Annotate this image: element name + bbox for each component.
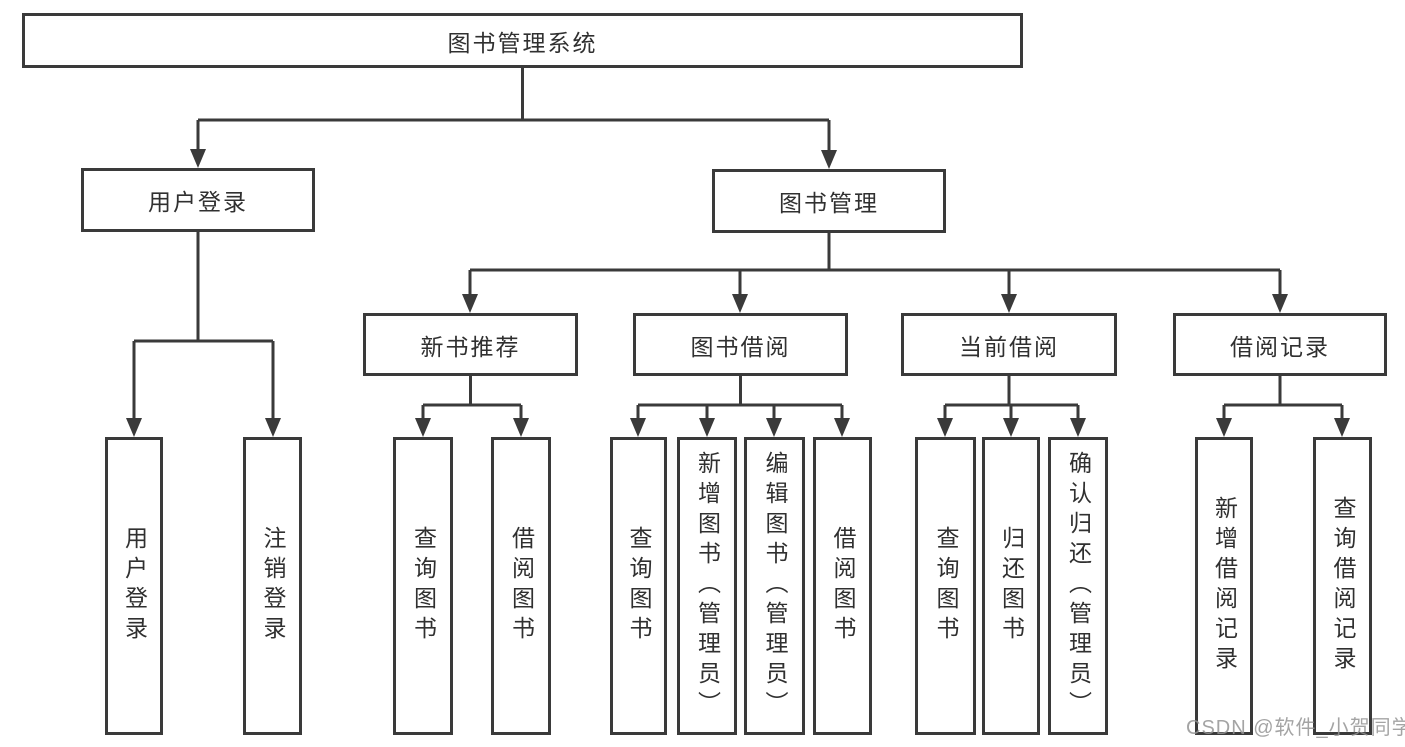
leaf-add-book-admin-label: 新增图书（管理员） xyxy=(694,451,721,721)
leaf-return-books-label: 归还图书 xyxy=(998,526,1025,646)
node-current-borrowing-label: 当前借阅 xyxy=(959,333,1059,360)
node-root: 图书管理系统 xyxy=(22,13,1023,68)
node-book-management-label: 图书管理 xyxy=(779,190,879,216)
node-new-book-recommendation-label: 新书推荐 xyxy=(420,333,521,360)
leaf-logout: 注销登录 xyxy=(243,437,302,735)
leaf-query-borrow-record-label: 查询借阅记录 xyxy=(1330,496,1356,676)
leaf-query-borrow-record: 查询借阅记录 xyxy=(1313,437,1372,735)
node-current-borrowing: 当前借阅 xyxy=(901,313,1117,376)
leaf-borrow-books-borrowing-label: 借阅图书 xyxy=(830,526,856,646)
leaf-query-books-borrowing-label: 查询图书 xyxy=(626,526,652,646)
leaf-borrow-books-recommend-label: 借阅图书 xyxy=(508,526,535,646)
node-root-label: 图书管理系统 xyxy=(447,29,598,56)
leaf-user-login-label: 用户登录 xyxy=(121,526,148,646)
node-book-management: 图书管理 xyxy=(712,169,946,233)
node-new-book-recommendation: 新书推荐 xyxy=(363,313,578,376)
leaf-query-books-current: 查询图书 xyxy=(915,437,976,735)
leaf-edit-book-admin: 编辑图书（管理员） xyxy=(744,437,805,735)
leaf-borrow-books-borrowing: 借阅图书 xyxy=(813,437,872,735)
leaf-borrow-books-recommend: 借阅图书 xyxy=(491,437,551,735)
node-borrowing-records-label: 借阅记录 xyxy=(1230,333,1330,360)
node-user-login: 用户登录 xyxy=(81,168,315,232)
leaf-user-login: 用户登录 xyxy=(105,437,163,735)
leaf-query-books-borrowing: 查询图书 xyxy=(610,437,667,735)
leaf-query-books-recommend-label: 查询图书 xyxy=(410,526,437,646)
leaf-return-books: 归还图书 xyxy=(982,437,1040,735)
leaf-add-book-admin: 新增图书（管理员） xyxy=(677,437,737,735)
node-borrowing-records: 借阅记录 xyxy=(1173,313,1387,376)
leaf-add-borrow-record: 新增借阅记录 xyxy=(1195,437,1253,735)
leaf-add-borrow-record-label: 新增借阅记录 xyxy=(1211,496,1238,676)
leaf-confirm-return-admin: 确认归还（管理员） xyxy=(1048,437,1108,735)
node-user-login-label: 用户登录 xyxy=(148,189,248,215)
node-book-borrowing: 图书借阅 xyxy=(633,313,848,376)
leaf-logout-label: 注销登录 xyxy=(260,526,286,646)
leaf-query-books-recommend: 查询图书 xyxy=(393,437,453,735)
leaf-query-books-current-label: 查询图书 xyxy=(933,526,959,646)
node-book-borrowing-label: 图书借阅 xyxy=(690,333,791,360)
leaf-edit-book-admin-label: 编辑图书（管理员） xyxy=(762,451,788,721)
leaf-confirm-return-admin-label: 确认归还（管理员） xyxy=(1065,451,1092,721)
